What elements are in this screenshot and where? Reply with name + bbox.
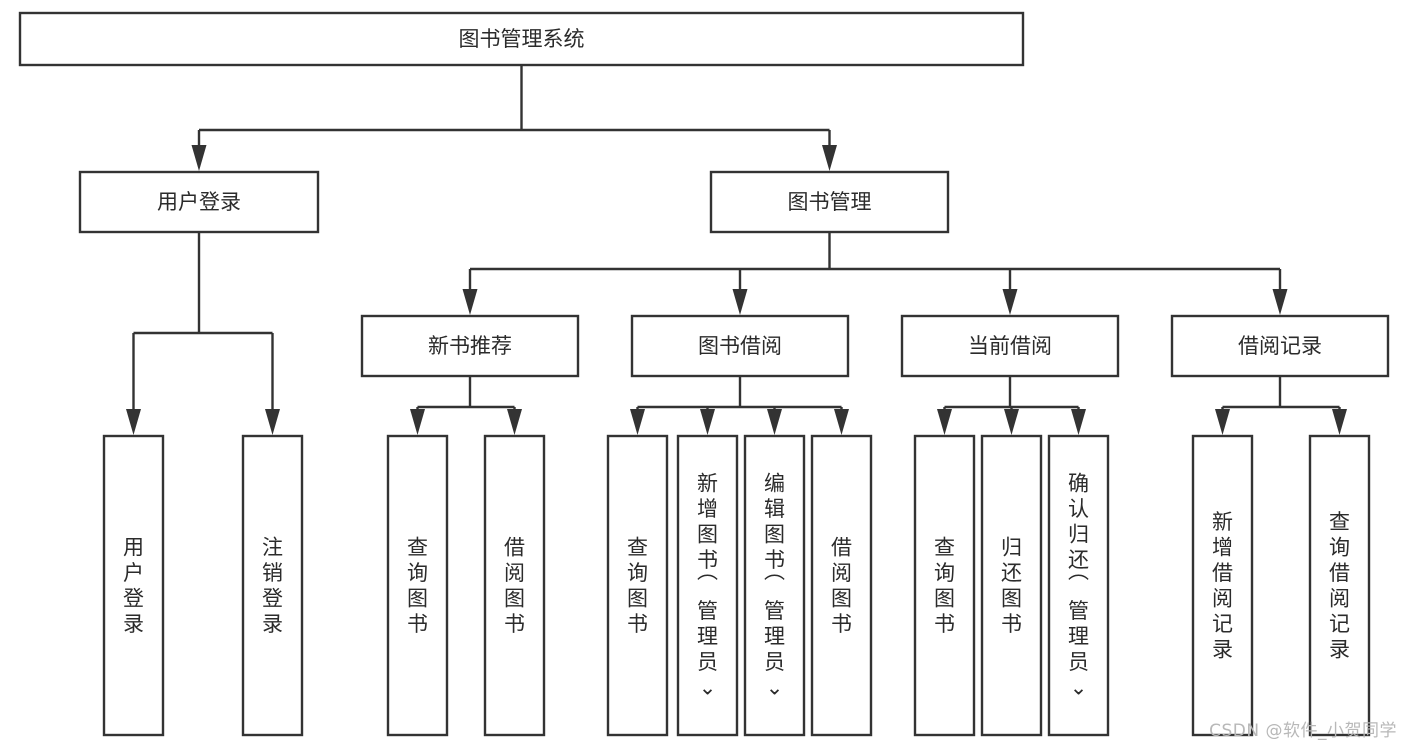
node-label-leaf-confirm-return: 确认归还⌒管理员⌄ xyxy=(1068,472,1089,700)
node-label-leaf-borrow-book-2: 借阅图书 xyxy=(831,535,852,636)
arrow-head-icon xyxy=(732,289,748,315)
connectors-layer xyxy=(126,65,1347,435)
arrow-head-icon xyxy=(126,409,141,435)
node-label-leaf-add-borrow-record: 新增借阅记录 xyxy=(1212,510,1233,662)
node-label-leaf-user-login: 用户登录 xyxy=(123,535,144,636)
arrow-head-icon xyxy=(767,409,782,435)
node-user-login[interactable]: 用户登录 xyxy=(78,170,320,234)
node-label-leaf-borrow-book-1: 借阅图书 xyxy=(504,535,525,636)
paren-glyph: ⌒ xyxy=(764,574,785,598)
node-box-leaf-query-book-1[interactable] xyxy=(386,434,449,737)
node-leaf-query-book-3[interactable]: 查询图书 xyxy=(913,434,976,737)
node-label-leaf-query-book-2: 查询图书 xyxy=(627,535,648,636)
node-label-root: 图书管理系统 xyxy=(459,27,585,51)
paren-glyph: ⌄ xyxy=(766,676,784,700)
node-label-leaf-query-borrow-record: 查询借阅记录 xyxy=(1329,510,1350,662)
arrow-head-icon xyxy=(1004,409,1019,435)
paren-glyph: ⌒ xyxy=(1068,574,1089,598)
node-box-borrow-record[interactable] xyxy=(1170,314,1390,378)
node-box-leaf-logout[interactable] xyxy=(241,434,304,737)
node-label-leaf-edit-book: 编辑图书⌒管理员⌄ xyxy=(764,472,785,700)
node-box-leaf-user-login[interactable] xyxy=(102,434,165,737)
csdn-watermark: CSDN @软件_小贺同学 xyxy=(1209,721,1397,741)
node-box-current-borrow[interactable] xyxy=(900,314,1120,378)
node-box-leaf-borrow-book-2[interactable] xyxy=(810,434,873,737)
node-label-leaf-query-book-3: 查询图书 xyxy=(934,535,955,636)
node-label-leaf-add-book: 新增图书⌒管理员⌄ xyxy=(697,472,718,700)
arrow-head-icon xyxy=(937,409,952,435)
node-book-borrow[interactable]: 图书借阅 xyxy=(630,314,850,378)
arrow-head-icon xyxy=(822,145,837,171)
node-label-book-borrow: 图书借阅 xyxy=(698,334,782,358)
node-leaf-edit-book[interactable]: 编辑图书⌒管理员⌄ xyxy=(743,434,806,737)
node-leaf-query-borrow-record[interactable]: 查询借阅记录 xyxy=(1308,434,1371,737)
connector-group-current-borrow xyxy=(937,376,1086,435)
node-label-new-book-recommend: 新书推荐 xyxy=(428,334,512,358)
node-box-new-book-recommend[interactable] xyxy=(360,314,580,378)
node-leaf-user-login[interactable]: 用户登录 xyxy=(102,434,165,737)
node-label-user-login: 用户登录 xyxy=(157,190,241,214)
node-box-leaf-confirm-return[interactable] xyxy=(1047,434,1110,737)
node-box-book-borrow[interactable] xyxy=(630,314,850,378)
arrow-head-icon xyxy=(265,409,280,435)
arrow-head-icon xyxy=(1272,289,1288,315)
node-label-leaf-logout: 注销登录 xyxy=(262,535,283,636)
node-box-leaf-borrow-book-1[interactable] xyxy=(483,434,546,737)
node-leaf-logout[interactable]: 注销登录 xyxy=(241,434,304,737)
node-label-book-manage: 图书管理 xyxy=(788,190,872,214)
node-leaf-borrow-book-2[interactable]: 借阅图书 xyxy=(810,434,873,737)
node-leaf-query-book-1[interactable]: 查询图书 xyxy=(386,434,449,737)
arrow-head-icon xyxy=(1071,409,1086,435)
node-current-borrow[interactable]: 当前借阅 xyxy=(900,314,1120,378)
node-leaf-borrow-book-1[interactable]: 借阅图书 xyxy=(483,434,546,737)
arrow-head-icon xyxy=(410,409,425,435)
node-box-leaf-query-borrow-record[interactable] xyxy=(1308,434,1371,737)
node-label-borrow-record: 借阅记录 xyxy=(1238,334,1322,358)
node-box-root[interactable] xyxy=(18,11,1025,67)
arrow-head-icon xyxy=(834,409,849,435)
node-label-current-borrow: 当前借阅 xyxy=(968,334,1052,358)
arrow-head-icon xyxy=(1002,289,1018,315)
node-leaf-return-book[interactable]: 归还图书 xyxy=(980,434,1043,737)
arrow-head-icon xyxy=(191,145,207,171)
node-box-leaf-return-book[interactable] xyxy=(980,434,1043,737)
connector-group-book-manage xyxy=(462,232,1288,315)
connector-group-new-book-recommend xyxy=(410,376,522,435)
paren-glyph: ⌒ xyxy=(697,574,718,598)
node-leaf-confirm-return[interactable]: 确认归还⌒管理员⌄ xyxy=(1047,434,1110,737)
arrow-head-icon xyxy=(507,409,522,435)
node-leaf-query-book-2[interactable]: 查询图书 xyxy=(606,434,669,737)
node-label-leaf-return-book: 归还图书 xyxy=(1001,535,1022,636)
arrow-head-icon xyxy=(1332,409,1347,435)
node-leaf-add-borrow-record[interactable]: 新增借阅记录 xyxy=(1191,434,1254,737)
node-new-book-recommend[interactable]: 新书推荐 xyxy=(360,314,580,378)
nodes-layer: 图书管理系统用户登录图书管理新书推荐图书借阅当前借阅借阅记录用户登录注销登录查询… xyxy=(18,11,1390,737)
connector-group-book-borrow xyxy=(630,376,849,435)
arrow-head-icon xyxy=(1215,409,1230,435)
connector-group-root xyxy=(191,65,837,171)
node-box-user-login[interactable] xyxy=(78,170,320,234)
node-book-manage[interactable]: 图书管理 xyxy=(709,170,950,234)
node-box-leaf-add-borrow-record[interactable] xyxy=(1191,434,1254,737)
node-box-leaf-add-book[interactable] xyxy=(676,434,739,737)
node-box-leaf-query-book-3[interactable] xyxy=(913,434,976,737)
paren-glyph: ⌄ xyxy=(699,676,717,700)
paren-glyph: ⌄ xyxy=(1070,676,1088,700)
node-root[interactable]: 图书管理系统 xyxy=(18,11,1025,67)
node-borrow-record[interactable]: 借阅记录 xyxy=(1170,314,1390,378)
connector-group-borrow-record xyxy=(1215,376,1347,435)
node-box-leaf-query-book-2[interactable] xyxy=(606,434,669,737)
node-box-book-manage[interactable] xyxy=(709,170,950,234)
connector-group-user-login xyxy=(126,232,280,435)
arrow-head-icon xyxy=(700,409,715,435)
node-label-leaf-query-book-1: 查询图书 xyxy=(407,535,428,636)
node-box-leaf-edit-book[interactable] xyxy=(743,434,806,737)
node-leaf-add-book[interactable]: 新增图书⌒管理员⌄ xyxy=(676,434,739,737)
arrow-head-icon xyxy=(630,409,645,435)
arrow-head-icon xyxy=(462,289,478,315)
